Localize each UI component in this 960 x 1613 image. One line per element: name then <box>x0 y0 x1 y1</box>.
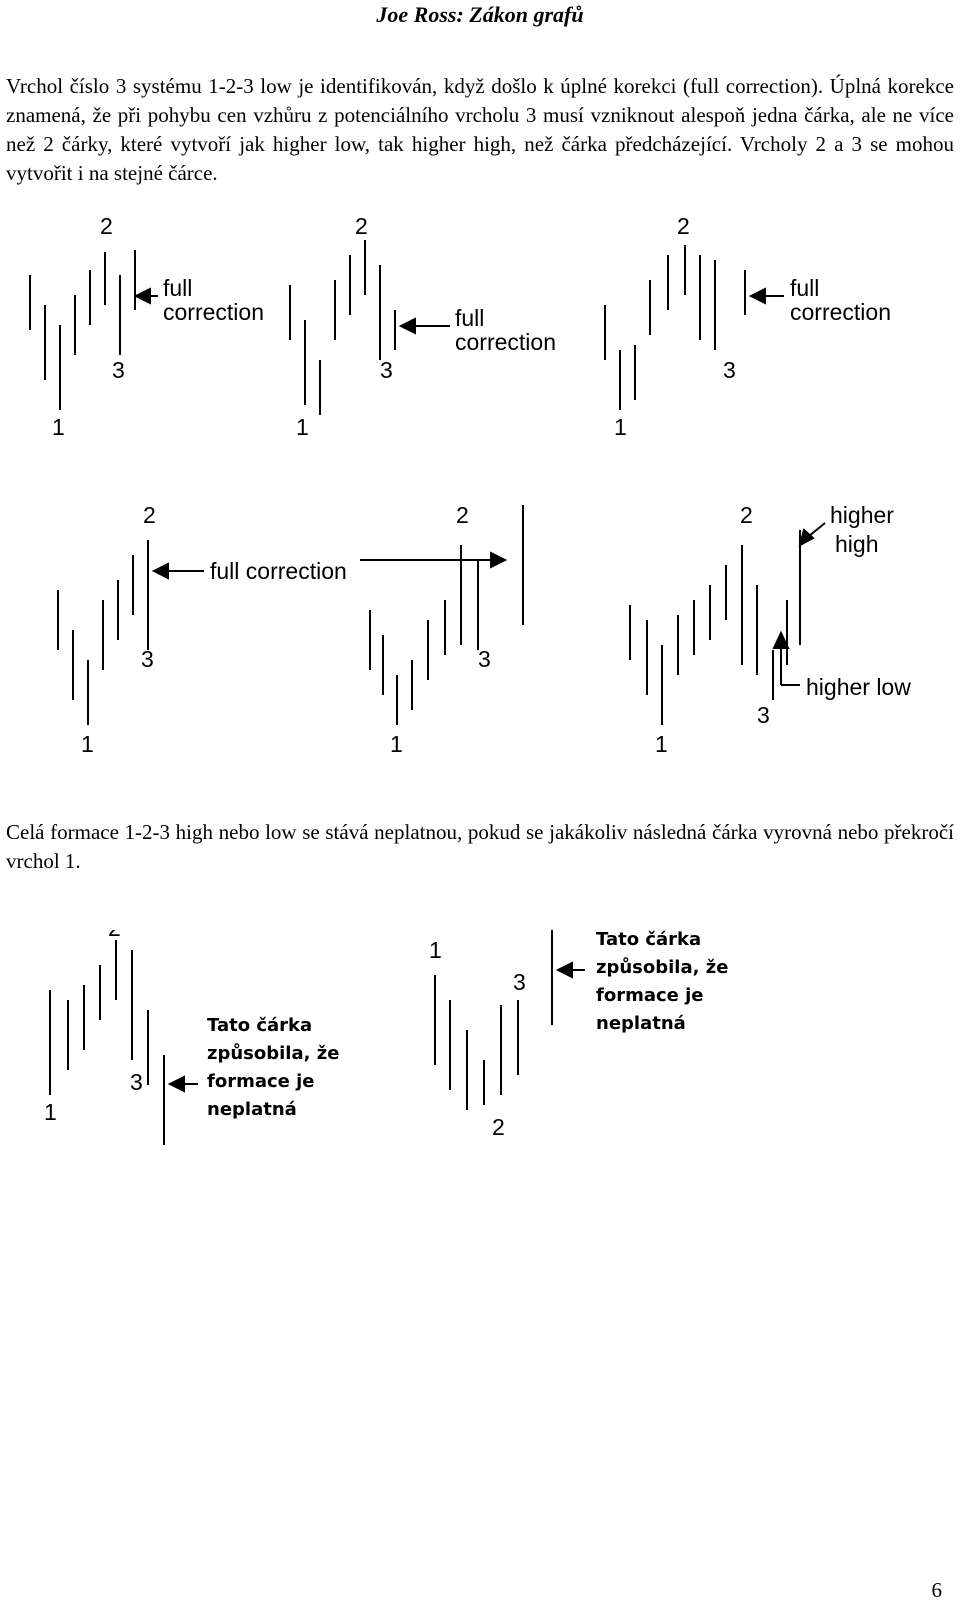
annotation-invalid-line4: neplatná <box>207 1099 297 1120</box>
annotation-higher: higher <box>830 505 894 528</box>
point-label-3: 3 <box>478 646 491 672</box>
point-label-1: 1 <box>296 414 309 440</box>
point-label-3: 3 <box>112 357 125 383</box>
page-number: 6 <box>931 1578 943 1602</box>
point-label-1: 1 <box>614 414 627 440</box>
price-bars-group-1 <box>29 250 136 410</box>
annotation-invalid-line4: neplatná <box>596 1013 686 1034</box>
annotation-correction: correction <box>790 299 891 325</box>
point-label-2: 2 <box>492 1114 505 1140</box>
point-label-2: 2 <box>143 505 156 528</box>
arrow-icon <box>151 522 826 686</box>
price-bars-group-3 <box>604 245 746 410</box>
point-label-1: 1 <box>655 731 668 757</box>
annotation-invalid-line1: Tato čárka <box>596 930 701 950</box>
point-label-3: 3 <box>141 646 154 672</box>
point-label-2: 2 <box>355 213 368 239</box>
point-label-2: 2 <box>100 213 113 239</box>
page-header: Joe Ross: Zákon grafů <box>376 2 584 27</box>
annotation-invalid-line3: formace je <box>596 985 704 1006</box>
arrow-icon <box>133 287 784 335</box>
bar-chart-diagram: 2 3 1 2 3 1 2 3 1 full correction full c… <box>29 213 891 440</box>
point-label-1: 1 <box>429 937 442 963</box>
point-label-1: 1 <box>52 414 65 440</box>
point-label-2: 2 <box>456 505 469 528</box>
annotation-full: full <box>790 275 819 301</box>
figure-full-correction-row: 2 3 1 2 3 1 2 3 1 full correction full c… <box>0 210 960 465</box>
annotation-full: full <box>163 275 192 301</box>
annotation-high: high <box>835 531 878 557</box>
annotation-higher-low: higher low <box>806 674 911 700</box>
paragraph-invalidation: Celá formace 1-2-3 high nebo low se stáv… <box>6 820 954 873</box>
point-label-3: 3 <box>380 357 393 383</box>
price-bars-group-2 <box>369 505 524 725</box>
annotation-invalid-line1: Tato čárka <box>207 1015 312 1036</box>
price-bars-group-1 <box>49 940 165 1145</box>
price-bars-group-2 <box>434 930 553 1110</box>
paragraph-full-correction: Vrchol číslo 3 systému 1-2-3 low je iden… <box>6 74 954 185</box>
price-bars-group-2 <box>289 240 396 415</box>
bar-chart-diagram: 2 3 1 1 3 2 Tato čárka způsobila, že for… <box>44 915 728 1145</box>
annotation-correction: correction <box>163 299 264 325</box>
annotation-invalid-line3: formace je <box>207 1071 315 1092</box>
point-label-2: 2 <box>677 213 690 239</box>
annotation-full-correction: full correction <box>210 558 347 584</box>
price-bars-group-1 <box>57 540 149 725</box>
point-label-1: 1 <box>390 731 403 757</box>
price-bars-group-3 <box>629 530 801 725</box>
annotation-correction: correction <box>455 329 556 355</box>
point-label-1: 1 <box>81 731 94 757</box>
annotation-invalid-line2: způsobila, že <box>207 1042 339 1064</box>
bar-chart-diagram: 2 3 1 2 3 1 2 3 1 full correction higher… <box>57 502 911 757</box>
figure-higher-high-row: 2 3 1 2 3 1 2 3 1 full correction higher… <box>0 502 960 770</box>
annotation-full: full <box>455 305 484 331</box>
arrow-icon <box>167 961 585 1093</box>
annotation-invalid-line2: způsobila, že <box>596 956 728 978</box>
point-label-2: 2 <box>740 505 753 528</box>
point-label-3: 3 <box>757 702 770 728</box>
figure-invalidation-row: 2 3 1 1 3 2 Tato čárka způsobila, že for… <box>0 915 960 1195</box>
point-label-1: 1 <box>44 1099 57 1125</box>
point-label-3: 3 <box>723 357 736 383</box>
point-label-3: 3 <box>513 969 526 995</box>
point-label-2: 2 <box>108 930 121 941</box>
point-label-3: 3 <box>130 1069 143 1095</box>
